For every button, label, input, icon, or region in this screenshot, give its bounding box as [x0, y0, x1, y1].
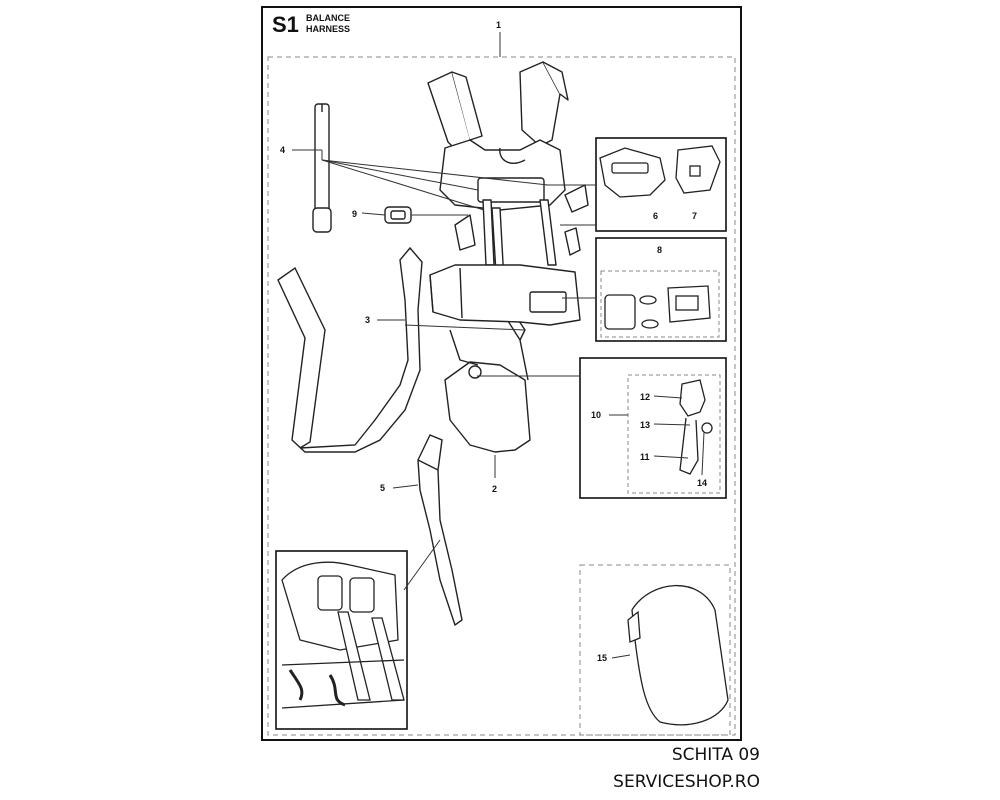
callout-4: 4: [280, 145, 285, 155]
callout-5: 5: [380, 483, 385, 493]
callout-9: 9: [352, 209, 357, 219]
part-9-buckle: [384, 206, 412, 224]
callout-11: 11: [640, 452, 650, 462]
callout-15: 15: [597, 653, 607, 663]
part-6-cover: [599, 147, 666, 198]
brand-plate: [477, 177, 545, 203]
part-10-hook: [679, 379, 713, 475]
section-title-line1: BALANCE: [306, 13, 350, 23]
callout-3: 3: [365, 315, 370, 325]
section-code: S1: [272, 12, 299, 37]
detail-box-8-dashed: [600, 270, 720, 338]
harness-main: [427, 61, 589, 453]
footer-site: SERVICESHOP.RO: [613, 772, 760, 792]
footer-sheet: SCHITA 09: [671, 745, 760, 765]
part-8-buckle: [604, 285, 711, 330]
callout-labels: 1 2 3 4 5 6 7 8 9 10 11 12 13 14 15: [280, 20, 707, 663]
detail-box-10-dashed: [627, 374, 721, 494]
section-title-line2: HARNESS: [306, 24, 351, 34]
bag-area-boundary: [579, 564, 731, 736]
callout-2: 2: [492, 484, 497, 494]
brand-logo: [611, 162, 649, 174]
leader-lines: [292, 149, 705, 659]
callout-13: 13: [640, 420, 650, 430]
inset-photo: [281, 561, 405, 709]
callout-12: 12: [640, 392, 650, 402]
assembly-boundary: [267, 56, 736, 736]
callout-8: 8: [657, 245, 662, 255]
callout-1: 1: [496, 20, 501, 30]
callout-6: 6: [653, 211, 658, 221]
callout-7: 7: [692, 211, 697, 221]
callout-14: 14: [697, 478, 707, 488]
callout-10: 10: [591, 410, 601, 420]
part-3-hip-pad: [277, 246, 423, 453]
part-15-bag: [627, 584, 729, 726]
part-4-strap: [312, 103, 332, 233]
part-7-clip: [675, 145, 721, 194]
outer-frame: [261, 6, 742, 741]
part-5-pad: [417, 434, 463, 627]
